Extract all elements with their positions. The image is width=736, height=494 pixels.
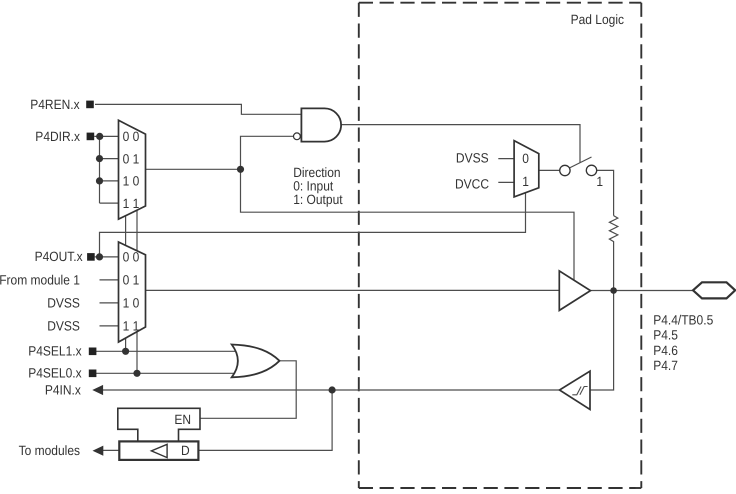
svg-text:EN: EN	[174, 412, 191, 427]
svg-text:0 1: 0 1	[123, 151, 140, 166]
svg-text:0 0: 0 0	[123, 129, 140, 144]
svg-text:0: 0	[522, 151, 529, 166]
svg-text:To modules: To modules	[19, 443, 81, 458]
svg-text:DVSS: DVSS	[47, 318, 80, 333]
svg-text:DVSS: DVSS	[47, 295, 80, 310]
svg-text:P4SEL1.x: P4SEL1.x	[28, 344, 82, 359]
svg-text:P4.4/TB0.5: P4.4/TB0.5	[653, 312, 713, 327]
svg-text:0: Input: 0: Input	[293, 178, 333, 193]
svg-text:1: 1	[596, 174, 603, 189]
svg-text:1 0: 1 0	[123, 174, 140, 189]
svg-text:From module 1: From module 1	[0, 272, 80, 287]
svg-text:P4SEL0.x: P4SEL0.x	[28, 366, 82, 381]
svg-text:1 1: 1 1	[123, 196, 140, 211]
svg-text:1: Output: 1: Output	[293, 192, 343, 207]
svg-text:P4REN.x: P4REN.x	[30, 97, 80, 112]
svg-text:1: 1	[522, 174, 529, 189]
svg-text:Pad Logic: Pad Logic	[571, 12, 625, 27]
svg-text:0 0: 0 0	[123, 250, 140, 265]
svg-text:DVCC: DVCC	[455, 176, 489, 191]
svg-text:Direction: Direction	[293, 165, 340, 180]
svg-text:0 1: 0 1	[123, 273, 140, 288]
svg-text:D: D	[181, 443, 190, 458]
svg-text:1 0: 1 0	[123, 296, 140, 311]
svg-text:P4.5: P4.5	[653, 328, 678, 343]
svg-text:P4DIR.x: P4DIR.x	[35, 129, 80, 144]
svg-text:P4OUT.x: P4OUT.x	[35, 249, 83, 264]
svg-text:1 1: 1 1	[123, 319, 140, 334]
svg-text:P4.7: P4.7	[653, 358, 678, 373]
svg-text:P4.6: P4.6	[653, 343, 678, 358]
svg-text:P4IN.x: P4IN.x	[45, 382, 81, 397]
svg-text:DVSS: DVSS	[456, 151, 489, 166]
